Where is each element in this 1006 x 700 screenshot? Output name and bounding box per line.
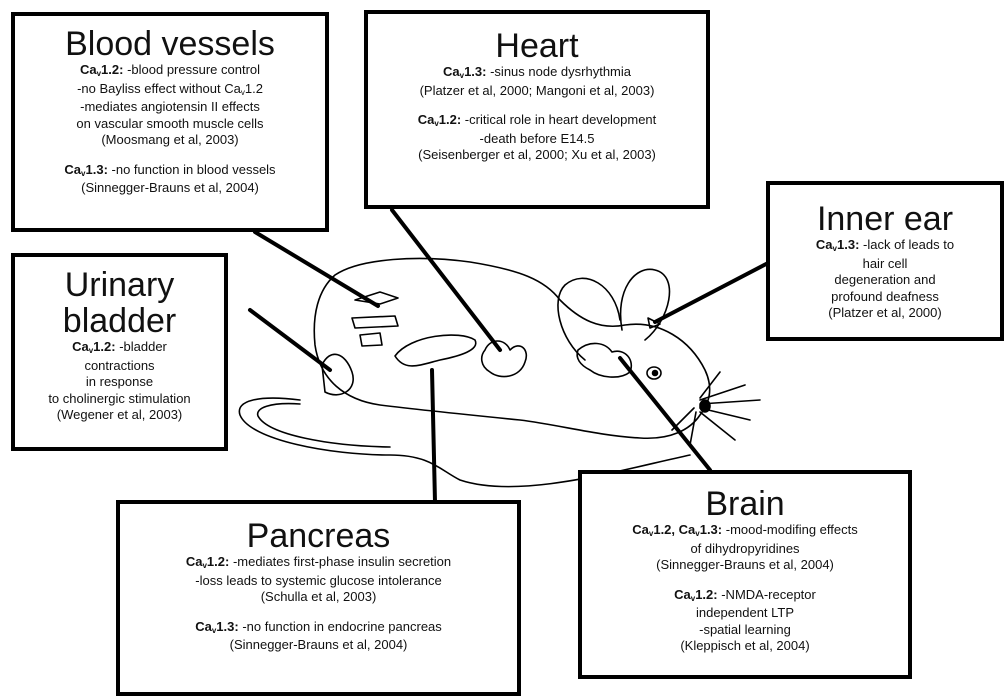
box-brain: Brain Cav1.2, Cav1.3: -mood-modifing eff… bbox=[578, 470, 912, 679]
box-blood-vessels: Blood vessels Cav1.2: -blood pressure co… bbox=[11, 12, 329, 232]
box-inner-ear: Inner ear Cav1.3: -lack of leads to hair… bbox=[766, 181, 1004, 341]
mouse-ear-left bbox=[558, 278, 620, 360]
blood-vessels-title: Blood vessels bbox=[15, 26, 325, 62]
bladder-line-2: contractions bbox=[15, 358, 224, 375]
pancreas-line-1: Cav1.2: -mediates first-phase insulin se… bbox=[120, 554, 517, 573]
bladder-line-4: to cholinergic stimulation bbox=[15, 391, 224, 408]
blood-line-6: Cav1.3: -no function in blood vessels bbox=[15, 162, 325, 181]
heart-line-3: Cav1.2: -critical role in heart developm… bbox=[368, 112, 706, 131]
bladder-title-2: bladder bbox=[15, 303, 224, 339]
connector-ear bbox=[655, 262, 770, 322]
organ-heart bbox=[482, 341, 527, 377]
bladder-title-1: Urinary bbox=[15, 267, 224, 303]
pancreas-title: Pancreas bbox=[120, 518, 517, 554]
heart-line-2: (Platzer et al, 2000; Mangoni et al, 200… bbox=[368, 83, 706, 100]
connector-bladder bbox=[250, 310, 330, 370]
brain-title: Brain bbox=[582, 486, 908, 522]
box-urinary-bladder: Urinary bladder Cav1.2: -bladder contrac… bbox=[11, 253, 228, 451]
box-heart: Heart Cav1.3: -sinus node dysrhythmia (P… bbox=[364, 10, 710, 209]
brain-line-1: Cav1.2, Cav1.3: -mood-modifing effects bbox=[582, 522, 908, 541]
connector-pancreas bbox=[432, 370, 435, 502]
connector-brain bbox=[620, 358, 710, 470]
pancreas-line-4: Cav1.3: -no function in endocrine pancre… bbox=[120, 619, 517, 638]
pancreas-line-3: (Schulla et al, 2003) bbox=[120, 589, 517, 606]
heart-line-4: -death before E14.5 bbox=[368, 131, 706, 148]
connector-heart bbox=[392, 210, 500, 350]
blood-line-2: -no Bayliss effect without Cav1.2 bbox=[15, 81, 325, 100]
blood-line-5: (Moosmang et al, 2003) bbox=[15, 132, 325, 149]
pancreas-line-5: (Sinnegger-Brauns et al, 2004) bbox=[120, 637, 517, 654]
blood-line-1: Cav1.2: -blood pressure control bbox=[15, 62, 325, 81]
brain-line-5: independent LTP bbox=[582, 605, 908, 622]
bladder-line-1: Cav1.2: -bladder bbox=[15, 339, 224, 358]
brain-line-7: (Kleppisch et al, 2004) bbox=[582, 638, 908, 655]
blood-line-3: -mediates angiotensin II effects bbox=[15, 99, 325, 116]
organ-pancreas bbox=[395, 335, 476, 366]
mouse-whiskers bbox=[672, 372, 760, 445]
bladder-line-3: in response bbox=[15, 374, 224, 391]
ear-line-1: Cav1.3: -lack of leads to bbox=[770, 237, 1000, 256]
brain-line-4: Cav1.2: -NMDA-receptor bbox=[582, 587, 908, 606]
bladder-line-5: (Wegener et al, 2003) bbox=[15, 407, 224, 424]
organ-vessels bbox=[352, 292, 398, 346]
pancreas-line-2: -loss leads to systemic glucose intolera… bbox=[120, 573, 517, 590]
blood-line-7: (Sinnegger-Brauns et al, 2004) bbox=[15, 180, 325, 197]
heart-line-1: Cav1.3: -sinus node dysrhythmia bbox=[368, 64, 706, 83]
ear-line-2: hair cell bbox=[770, 256, 1000, 273]
heart-line-5: (Seisenberger et al, 2000; Xu et al, 200… bbox=[368, 147, 706, 164]
brain-line-2: of dihydropyridines bbox=[582, 541, 908, 558]
box-pancreas: Pancreas Cav1.2: -mediates first-phase i… bbox=[116, 500, 521, 696]
ear-line-5: (Platzer et al, 2000) bbox=[770, 305, 1000, 322]
heart-title: Heart bbox=[368, 28, 706, 64]
brain-line-6: -spatial learning bbox=[582, 622, 908, 639]
inner-ear-title: Inner ear bbox=[770, 201, 1000, 237]
connector-blood bbox=[255, 232, 378, 306]
ear-line-3: degeneration and bbox=[770, 272, 1000, 289]
brain-line-3: (Sinnegger-Brauns et al, 2004) bbox=[582, 557, 908, 574]
ear-line-4: profound deafness bbox=[770, 289, 1000, 306]
blood-line-4: on vascular smooth muscle cells bbox=[15, 116, 325, 133]
